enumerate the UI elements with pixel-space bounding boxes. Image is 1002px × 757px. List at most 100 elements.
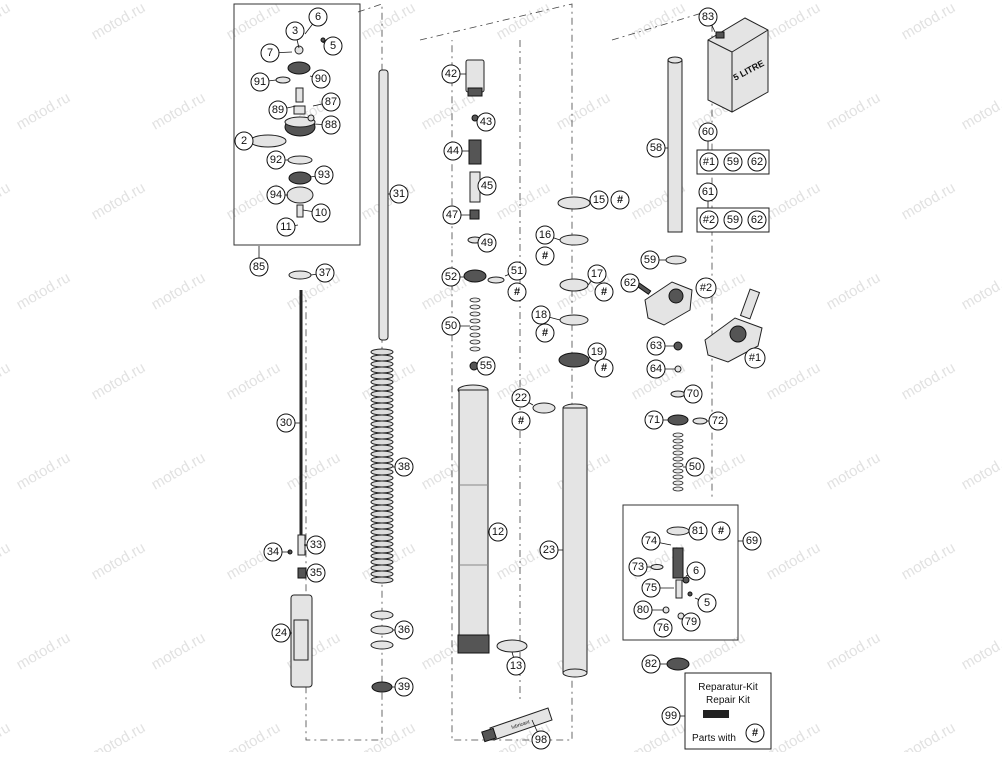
callout-number: 44	[447, 145, 459, 157]
watermark-text: motod.ru	[149, 629, 209, 673]
callout-number: 61	[702, 186, 714, 198]
callout-85: 85	[250, 258, 268, 276]
repair-kit-line1: Reparatur-Kit	[698, 682, 758, 693]
callout-number: 79	[685, 616, 697, 628]
callout-5: 5	[698, 594, 716, 612]
callout-79: 79	[682, 613, 700, 631]
callout-number: 38	[398, 461, 410, 473]
callout-number: 60	[702, 126, 714, 138]
callout-number: 10	[315, 207, 327, 219]
callout-number: 30	[280, 417, 292, 429]
callout-number: 74	[645, 535, 657, 547]
callout-11: 11	[277, 218, 295, 236]
callout-number: 58	[650, 142, 662, 154]
callout-16: 16	[536, 226, 554, 244]
inner-tube-23	[563, 404, 587, 677]
callout-91: 91	[251, 73, 269, 91]
callout-6: 6	[687, 562, 705, 580]
callout-number: 45	[481, 180, 493, 192]
watermark-text: motod.ru	[764, 179, 824, 223]
repair-kit-line3: Parts with	[692, 733, 736, 744]
callout-number: 33	[310, 539, 322, 551]
hash-symbol: #	[718, 525, 724, 537]
callout-17: 17	[588, 265, 606, 283]
callout-number: 82	[645, 658, 657, 670]
callout-number: 3	[292, 25, 298, 37]
callout-number: 80	[637, 604, 649, 616]
hash-symbol: #	[514, 286, 520, 298]
callout-70: 70	[684, 385, 702, 403]
callout-number: 6	[693, 565, 699, 577]
callout-number: 51	[511, 265, 523, 277]
callout-74: 74	[642, 532, 660, 550]
callout-49: 49	[478, 234, 496, 252]
callout-18: 18	[532, 306, 550, 324]
callout-number: 73	[632, 561, 644, 573]
watermark-text: motod.ru	[359, 0, 419, 43]
watermark-text: motod.ru	[554, 89, 614, 133]
watermark-text: motod.ru	[0, 0, 13, 43]
variant-badge-label: #1	[749, 352, 761, 364]
watermark-text: motod.ru	[689, 629, 749, 673]
callout-number: 72	[712, 415, 724, 427]
callout-22: 22	[512, 389, 530, 407]
callout-number: 19	[591, 346, 603, 358]
callout-number: 7	[267, 47, 273, 59]
callout-58: 58	[647, 139, 665, 157]
callout-number: 92	[270, 154, 282, 166]
callout-60: 60	[699, 123, 717, 141]
callout-number: 99	[665, 710, 677, 722]
callout-number: 63	[650, 340, 662, 352]
watermark-text: motod.ru	[899, 539, 959, 583]
watermark-text: motod.ru	[824, 629, 884, 673]
hash-mark: #	[746, 724, 764, 742]
spring-and-rod	[371, 70, 393, 692]
kit-item-label: #1	[703, 156, 715, 168]
watermark-text: motod.ru	[89, 719, 149, 752]
callout-93: 93	[315, 166, 333, 184]
callout-7: 7	[261, 44, 279, 62]
watermark-text: motod.ru	[959, 629, 1002, 673]
watermark-text: motod.ru	[89, 539, 149, 583]
callout-81: 81	[689, 522, 707, 540]
callout-99: 99	[662, 707, 680, 725]
watermark-text: motod.ru	[899, 719, 959, 752]
callout-88: 88	[322, 116, 340, 134]
watermark-text: motod.ru	[899, 179, 959, 223]
callout-76: 76	[654, 619, 672, 637]
callout-30: 30	[277, 414, 295, 432]
callout-61: 61	[699, 183, 717, 201]
callout-number: 16	[539, 229, 551, 241]
watermark-text: motod.ru	[149, 449, 209, 493]
callout-number: 15	[593, 194, 605, 206]
callout-number: 52	[445, 271, 457, 283]
callout-43: 43	[477, 113, 495, 131]
callout-number: 22	[515, 392, 527, 404]
watermark-text: motod.ru	[0, 539, 13, 583]
callout-number: 12	[492, 526, 504, 538]
hash-symbol: #	[601, 362, 607, 374]
watermark-text: motod.ru	[0, 359, 13, 403]
watermark-text: motod.ru	[494, 0, 554, 43]
callout-number: 18	[535, 309, 547, 321]
callout-51: 51	[508, 262, 526, 280]
callout-number: 70	[687, 388, 699, 400]
callout-number: 6	[315, 11, 321, 23]
callout-69: 69	[743, 532, 761, 550]
hash-symbol: #	[518, 415, 524, 427]
hash-mark: #	[508, 283, 526, 301]
watermark-text: motod.ru	[959, 449, 1002, 493]
callout-number: 43	[480, 116, 492, 128]
callout-24: 24	[272, 624, 290, 642]
watermark-text: motod.ru	[14, 449, 74, 493]
watermark-text: motod.ru	[629, 0, 689, 43]
callout-number: 98	[535, 734, 547, 746]
watermark-text: motod.ru	[359, 719, 419, 752]
callout-62: 62	[621, 274, 639, 292]
watermark-text: motod.ru	[89, 179, 149, 223]
callout-number: 59	[644, 254, 656, 266]
callout-number: 50	[445, 320, 457, 332]
hash-mark: #	[536, 247, 554, 265]
